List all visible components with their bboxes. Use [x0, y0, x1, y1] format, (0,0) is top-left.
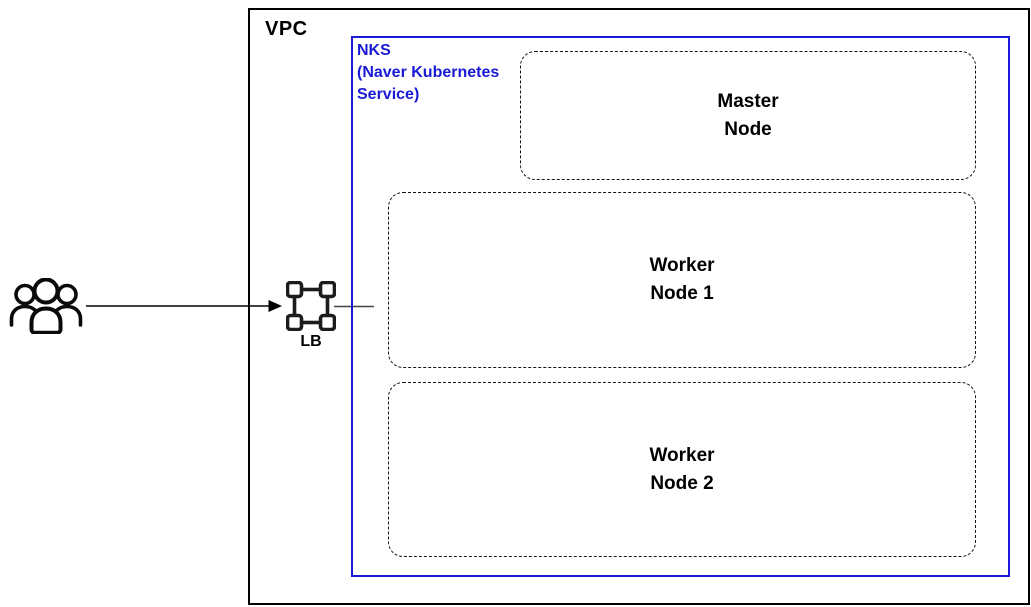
master-node-label: Master Node — [717, 88, 778, 144]
master-node-box: Master Node — [520, 51, 976, 180]
lb-label: LB — [300, 333, 322, 350]
nks-container: NKS (Naver Kubernetes Service) Master No… — [351, 36, 1010, 577]
worker-node-2-label: Worker Node 2 — [649, 442, 714, 498]
nks-label-line-1: NKS — [357, 42, 391, 59]
nks-label-line-2: (Naver Kubernetes — [357, 64, 500, 81]
worker-node-1-label: Worker Node 1 — [649, 252, 714, 308]
master-node-label-line1: Master — [717, 90, 779, 112]
nks-label: NKS (Naver Kubernetes Service) — [357, 40, 499, 106]
worker-node-1-label-line1: Worker — [649, 255, 715, 276]
users-group-icon — [8, 277, 84, 335]
worker-node-1-box: Worker Node 1 — [388, 192, 976, 368]
worker-node-2-label-line2: Node 2 — [650, 472, 714, 494]
vpc-container: VPC NKS (Naver Kubernetes Service) Maste… — [248, 8, 1030, 605]
worker-node-1-label-line2: Node 1 — [650, 283, 714, 304]
nks-label-line-3: Service) — [357, 86, 420, 103]
master-node-label-line2: Node — [724, 118, 772, 140]
load-balancer-icon — [285, 280, 337, 332]
worker-node-2-label-line1: Worker — [649, 444, 715, 466]
worker-node-2-box: Worker Node 2 — [388, 382, 976, 557]
vpc-label: VPC — [265, 18, 308, 40]
